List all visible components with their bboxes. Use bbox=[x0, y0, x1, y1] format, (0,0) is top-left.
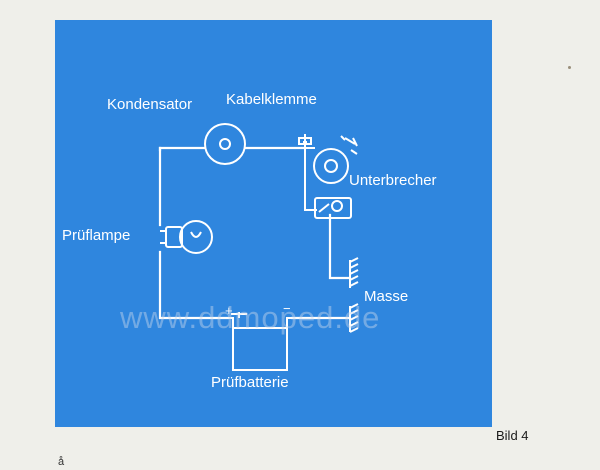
test-battery-symbol bbox=[228, 312, 292, 371]
label-minus-terminal: − bbox=[283, 301, 291, 316]
label-unterbrecher: Unterbrecher bbox=[349, 172, 437, 189]
figure-caption: Bild 4 bbox=[496, 428, 529, 443]
label-kondensator: Kondensator bbox=[107, 96, 193, 113]
label-plus-terminal: + bbox=[225, 303, 233, 318]
page-mark: å bbox=[58, 456, 65, 468]
wire-breaker-ground bbox=[328, 213, 352, 280]
label-masse: Masse bbox=[364, 288, 409, 305]
ground-symbol-upper bbox=[349, 257, 359, 288]
label-pruefbatterie: Prüfbatterie bbox=[211, 374, 289, 391]
wire-top-left bbox=[158, 146, 207, 152]
watermark-text: www.ddmoped.de bbox=[120, 300, 381, 335]
label-prueflampe: Prüflampe bbox=[62, 227, 131, 244]
label-kabelklemme: Kabelklemme bbox=[226, 91, 317, 108]
test-lamp-symbol bbox=[160, 220, 213, 254]
diagram-panel: Kondensator Kabelklemme Unterbrecher Prü… bbox=[55, 20, 492, 427]
paper-speck bbox=[568, 66, 571, 69]
condenser-symbol bbox=[204, 123, 246, 165]
breaker-symbol bbox=[295, 134, 358, 219]
ground-symbol-lower bbox=[349, 303, 359, 333]
wire-left-lower bbox=[158, 250, 230, 320]
circuit-diagram bbox=[158, 123, 359, 371]
